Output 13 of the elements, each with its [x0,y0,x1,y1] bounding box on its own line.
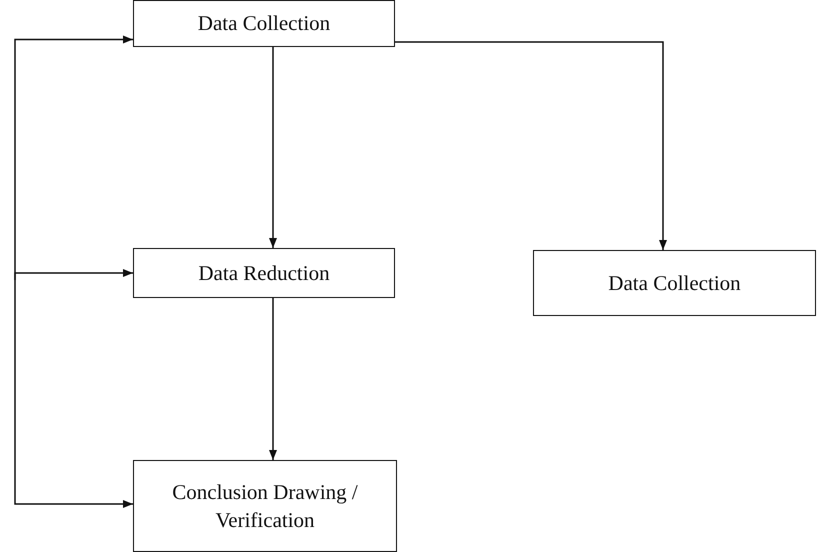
arrow [269,47,277,248]
box-label: Data Collection [198,10,330,38]
arrow [395,41,667,250]
box-label: Data Reduction [198,260,330,287]
process-box [133,460,397,552]
process-box [133,248,395,298]
process-box [133,0,395,47]
arrow [14,280,133,508]
box-label: Conclusion Drawing / Verification [171,478,359,534]
box-label: Data Collection [608,270,741,297]
arrow [269,298,277,460]
arrow [14,269,133,280]
process-box [533,250,816,316]
